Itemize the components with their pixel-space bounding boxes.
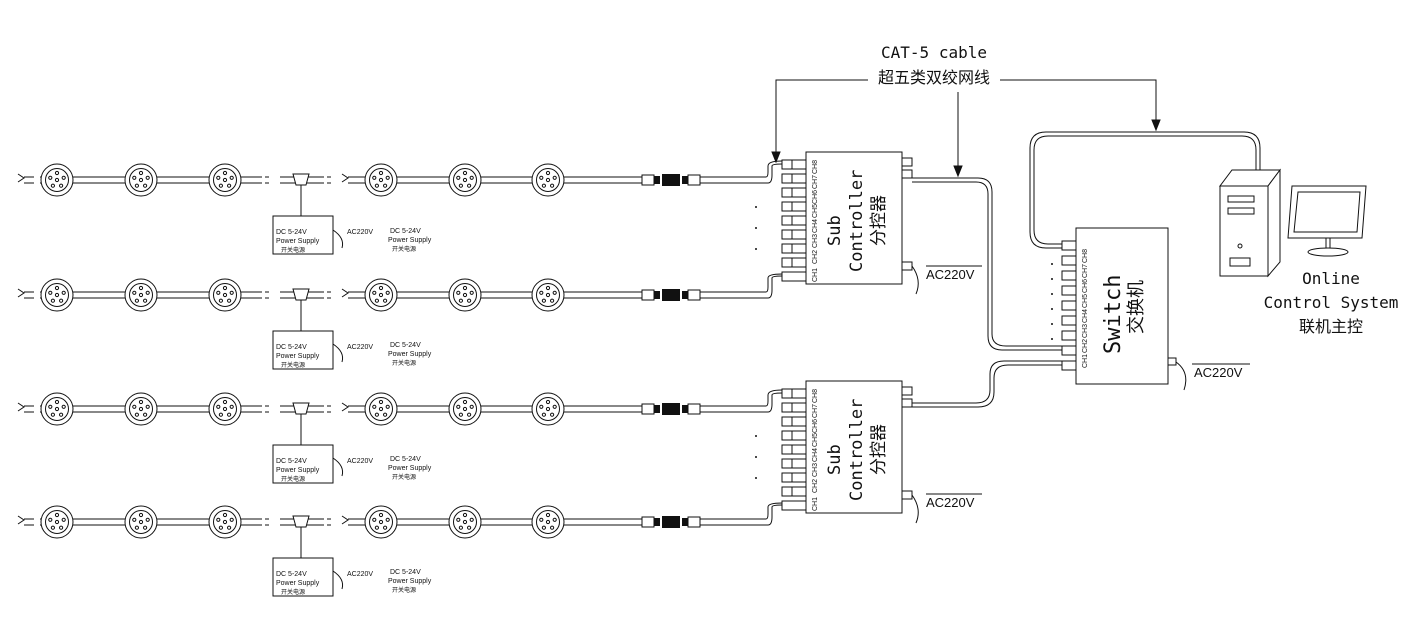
ps-line3: 开关电源	[281, 475, 305, 483]
ps-line2: Power Supply	[276, 580, 320, 587]
online-line1: Online	[1302, 269, 1360, 288]
sc1-ch7: CH7	[812, 175, 819, 189]
ps-line1: DC 5-24V	[276, 229, 307, 236]
ps-line2: Power Supply	[276, 467, 320, 474]
ps-line2-b: Power Supply	[388, 237, 432, 244]
power-supply-labels-1: DC 5-24V Power Supply 开关电源 AC220V DC 5-2…	[276, 228, 432, 254]
sw-ch8: CH8	[1082, 249, 1089, 263]
sc2-ch2: CH2	[812, 479, 819, 493]
online-line3: 联机主控	[1299, 318, 1363, 336]
ps-line3-b: 开关电源	[392, 586, 416, 594]
sw-ch2: CH2	[1082, 339, 1089, 353]
sc1-label-sub: Sub	[825, 215, 845, 246]
ps-line1-b: DC 5-24V	[390, 569, 421, 576]
cable-label-cn: 超五类双绞网线	[878, 69, 990, 87]
power-supply-labels-4: DC 5-24V Power Supply 开关电源 AC220V DC 5-2…	[276, 569, 432, 596]
sc2-ch5: CH5	[812, 433, 819, 447]
sc2-ch3: CH3	[812, 463, 819, 477]
sc2-ac: AC220V	[926, 495, 975, 510]
ps-line1: DC 5-24V	[276, 344, 307, 351]
sc1-ch5: CH5	[812, 204, 819, 218]
switch-label-en: Switch	[1101, 275, 1126, 354]
sc1-ch8: CH8	[812, 160, 819, 174]
ps-line1-b: DC 5-24V	[390, 456, 421, 463]
ps-line3-b: 开关电源	[392, 473, 416, 481]
ps-ac: AC220V	[347, 571, 373, 578]
ps-ac: AC220V	[347, 458, 373, 465]
network-switch: CH1 CH2 CH3 CH4 CH5 CH6 CH7 CH8 Switch 交…	[1051, 227, 1250, 391]
sw-ch1: CH1	[1082, 354, 1089, 368]
sw-ch3: CH3	[1082, 324, 1089, 338]
online-control-label: Online Control System 联机主控	[1264, 269, 1399, 336]
ps-line2: Power Supply	[276, 238, 320, 245]
cable-arrows	[771, 79, 1161, 178]
sc1-ch2: CH2	[812, 250, 819, 264]
sw-ch7: CH7	[1082, 264, 1089, 278]
sc1-ch4: CH4	[812, 219, 819, 233]
sc1-ch1: CH1	[812, 268, 819, 282]
switch-connection-wires	[912, 131, 1261, 408]
ps-line3: 开关电源	[281, 361, 305, 369]
switch-ac: AC220V	[1194, 365, 1243, 380]
sc1-ch3: CH3	[812, 234, 819, 248]
ps-line3: 开关电源	[281, 588, 305, 596]
sc2-input-wires	[712, 389, 783, 526]
power-supply-labels-2: DC 5-24V Power Supply 开关电源 AC220V DC 5-2…	[276, 342, 432, 369]
ps-line1: DC 5-24V	[276, 458, 307, 465]
sc1-label-controller: Controller	[847, 170, 867, 272]
sc2-ch8: CH8	[812, 389, 819, 403]
ps-line2-b: Power Supply	[388, 351, 432, 358]
ps-line2: Power Supply	[276, 353, 320, 360]
sub-controller-1: CH1 CH2 CH3 CH4 CH5 CH6 CH7 CH8 Sub Cont…	[781, 151, 982, 295]
sc1-ac: AC220V	[926, 267, 975, 282]
ps-line1-b: DC 5-24V	[390, 228, 421, 235]
sc1-input-wires	[712, 160, 783, 299]
ps-line3-b: 开关电源	[392, 359, 416, 367]
led-string-row-3	[18, 393, 712, 483]
ps-line3: 开关电源	[281, 246, 305, 254]
sw-ch4: CH4	[1082, 309, 1089, 323]
sc1-label-cn: 分控器	[869, 195, 888, 246]
cable-label-en: CAT-5 cable	[881, 43, 987, 62]
computer-icon	[1219, 168, 1367, 278]
sc2-ch6: CH6	[812, 419, 819, 433]
sc2-label-cn: 分控器	[869, 424, 888, 475]
led-string-row-1	[18, 164, 712, 254]
sc2-label-controller: Controller	[847, 399, 867, 501]
ps-line1-b: DC 5-24V	[390, 342, 421, 349]
sw-ch6: CH6	[1082, 279, 1089, 293]
ps-line3-b: 开关电源	[392, 245, 416, 253]
sc2-label-sub: Sub	[825, 444, 845, 475]
led-string-row-4	[18, 506, 712, 596]
online-line2: Control System	[1264, 293, 1399, 312]
sc2-ch4: CH4	[812, 448, 819, 462]
cable-label-group: CAT-5 cable 超五类双绞网线	[878, 43, 990, 87]
sw-ch5: CH5	[1082, 294, 1089, 308]
sc2-ch7: CH7	[812, 404, 819, 418]
sub-controller-2: CH1 CH2 CH3 CH4 CH5 CH6 CH7 CH8 Sub Cont…	[781, 380, 982, 524]
sc2-ch1: CH1	[812, 497, 819, 511]
switch-label-cn: 交换机	[1126, 280, 1146, 334]
led-string-row-2	[18, 279, 712, 369]
continuation-dots	[755, 206, 757, 479]
sc1-ch6: CH6	[812, 190, 819, 204]
ps-ac: AC220V	[347, 229, 373, 236]
power-supply-labels-3: DC 5-24V Power Supply 开关电源 AC220V DC 5-2…	[276, 456, 432, 483]
ps-line2-b: Power Supply	[388, 578, 432, 585]
ps-ac: AC220V	[347, 344, 373, 351]
ps-line1: DC 5-24V	[276, 571, 307, 578]
ps-line2-b: Power Supply	[388, 465, 432, 472]
